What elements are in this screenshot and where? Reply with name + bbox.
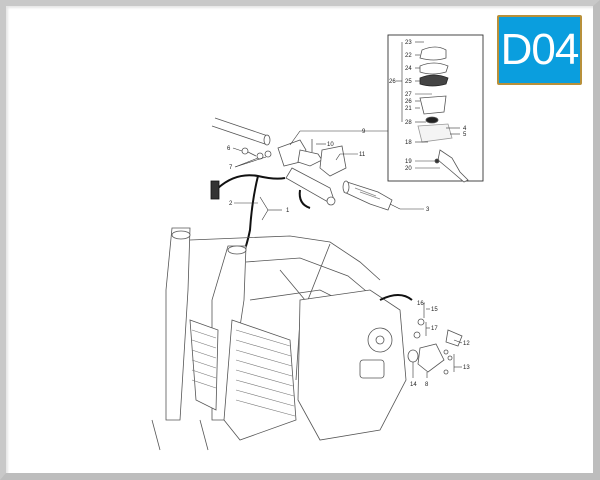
inset-callout-27: 27	[405, 92, 412, 98]
inset-callout-26b: 26	[405, 99, 412, 105]
radiator	[189, 319, 297, 441]
callout-17: 17	[431, 326, 438, 332]
inset-callout-28: 28	[405, 120, 412, 126]
callout-8: 8	[425, 382, 429, 388]
handlebar-grip	[342, 180, 393, 211]
callout-6: 6	[227, 146, 231, 152]
callout-7: 7	[229, 165, 233, 171]
inset-detail-box	[387, 34, 484, 183]
fasteners	[241, 139, 313, 160]
leader-lines	[232, 41, 463, 378]
front-forks	[151, 227, 247, 451]
callout-14: 14	[410, 382, 417, 388]
engine	[297, 289, 413, 441]
brake-master-cylinder	[277, 139, 336, 206]
inset-callout-23: 23	[405, 40, 412, 46]
handlebar-switch	[319, 145, 347, 177]
inset-callout-24: 24	[405, 66, 412, 72]
handlebar	[211, 117, 271, 146]
callout-10: 10	[327, 142, 334, 148]
section-code-badge: D04	[497, 15, 582, 85]
callout-1: 1	[286, 208, 290, 214]
callout-labels: 1 2 3 6 7 9 10 11 12 13 14 8 15 16 17 23…	[227, 40, 470, 388]
clutch-slave-parts	[407, 318, 463, 375]
callout-11: 11	[359, 152, 366, 158]
inset-callout-25: 25	[405, 79, 412, 85]
inset-callout-5: 5	[463, 132, 467, 138]
callout-12: 12	[463, 341, 470, 347]
inset-callout-20: 20	[405, 166, 412, 172]
callout-9: 9	[362, 129, 366, 135]
inset-callout-22: 22	[405, 53, 412, 59]
connector-block	[210, 180, 220, 200]
inset-callout-26a: 26	[389, 79, 396, 85]
inset-callout-21: 21	[405, 106, 412, 112]
callout-13: 13	[463, 365, 470, 371]
callout-15: 15	[431, 307, 438, 313]
inset-callout-4: 4	[463, 126, 467, 132]
inset-callout-19: 19	[405, 159, 412, 165]
callout-2: 2	[229, 201, 233, 207]
callout-16: 16	[417, 301, 424, 307]
inset-callout-18: 18	[405, 140, 412, 146]
callout-3: 3	[426, 207, 430, 213]
